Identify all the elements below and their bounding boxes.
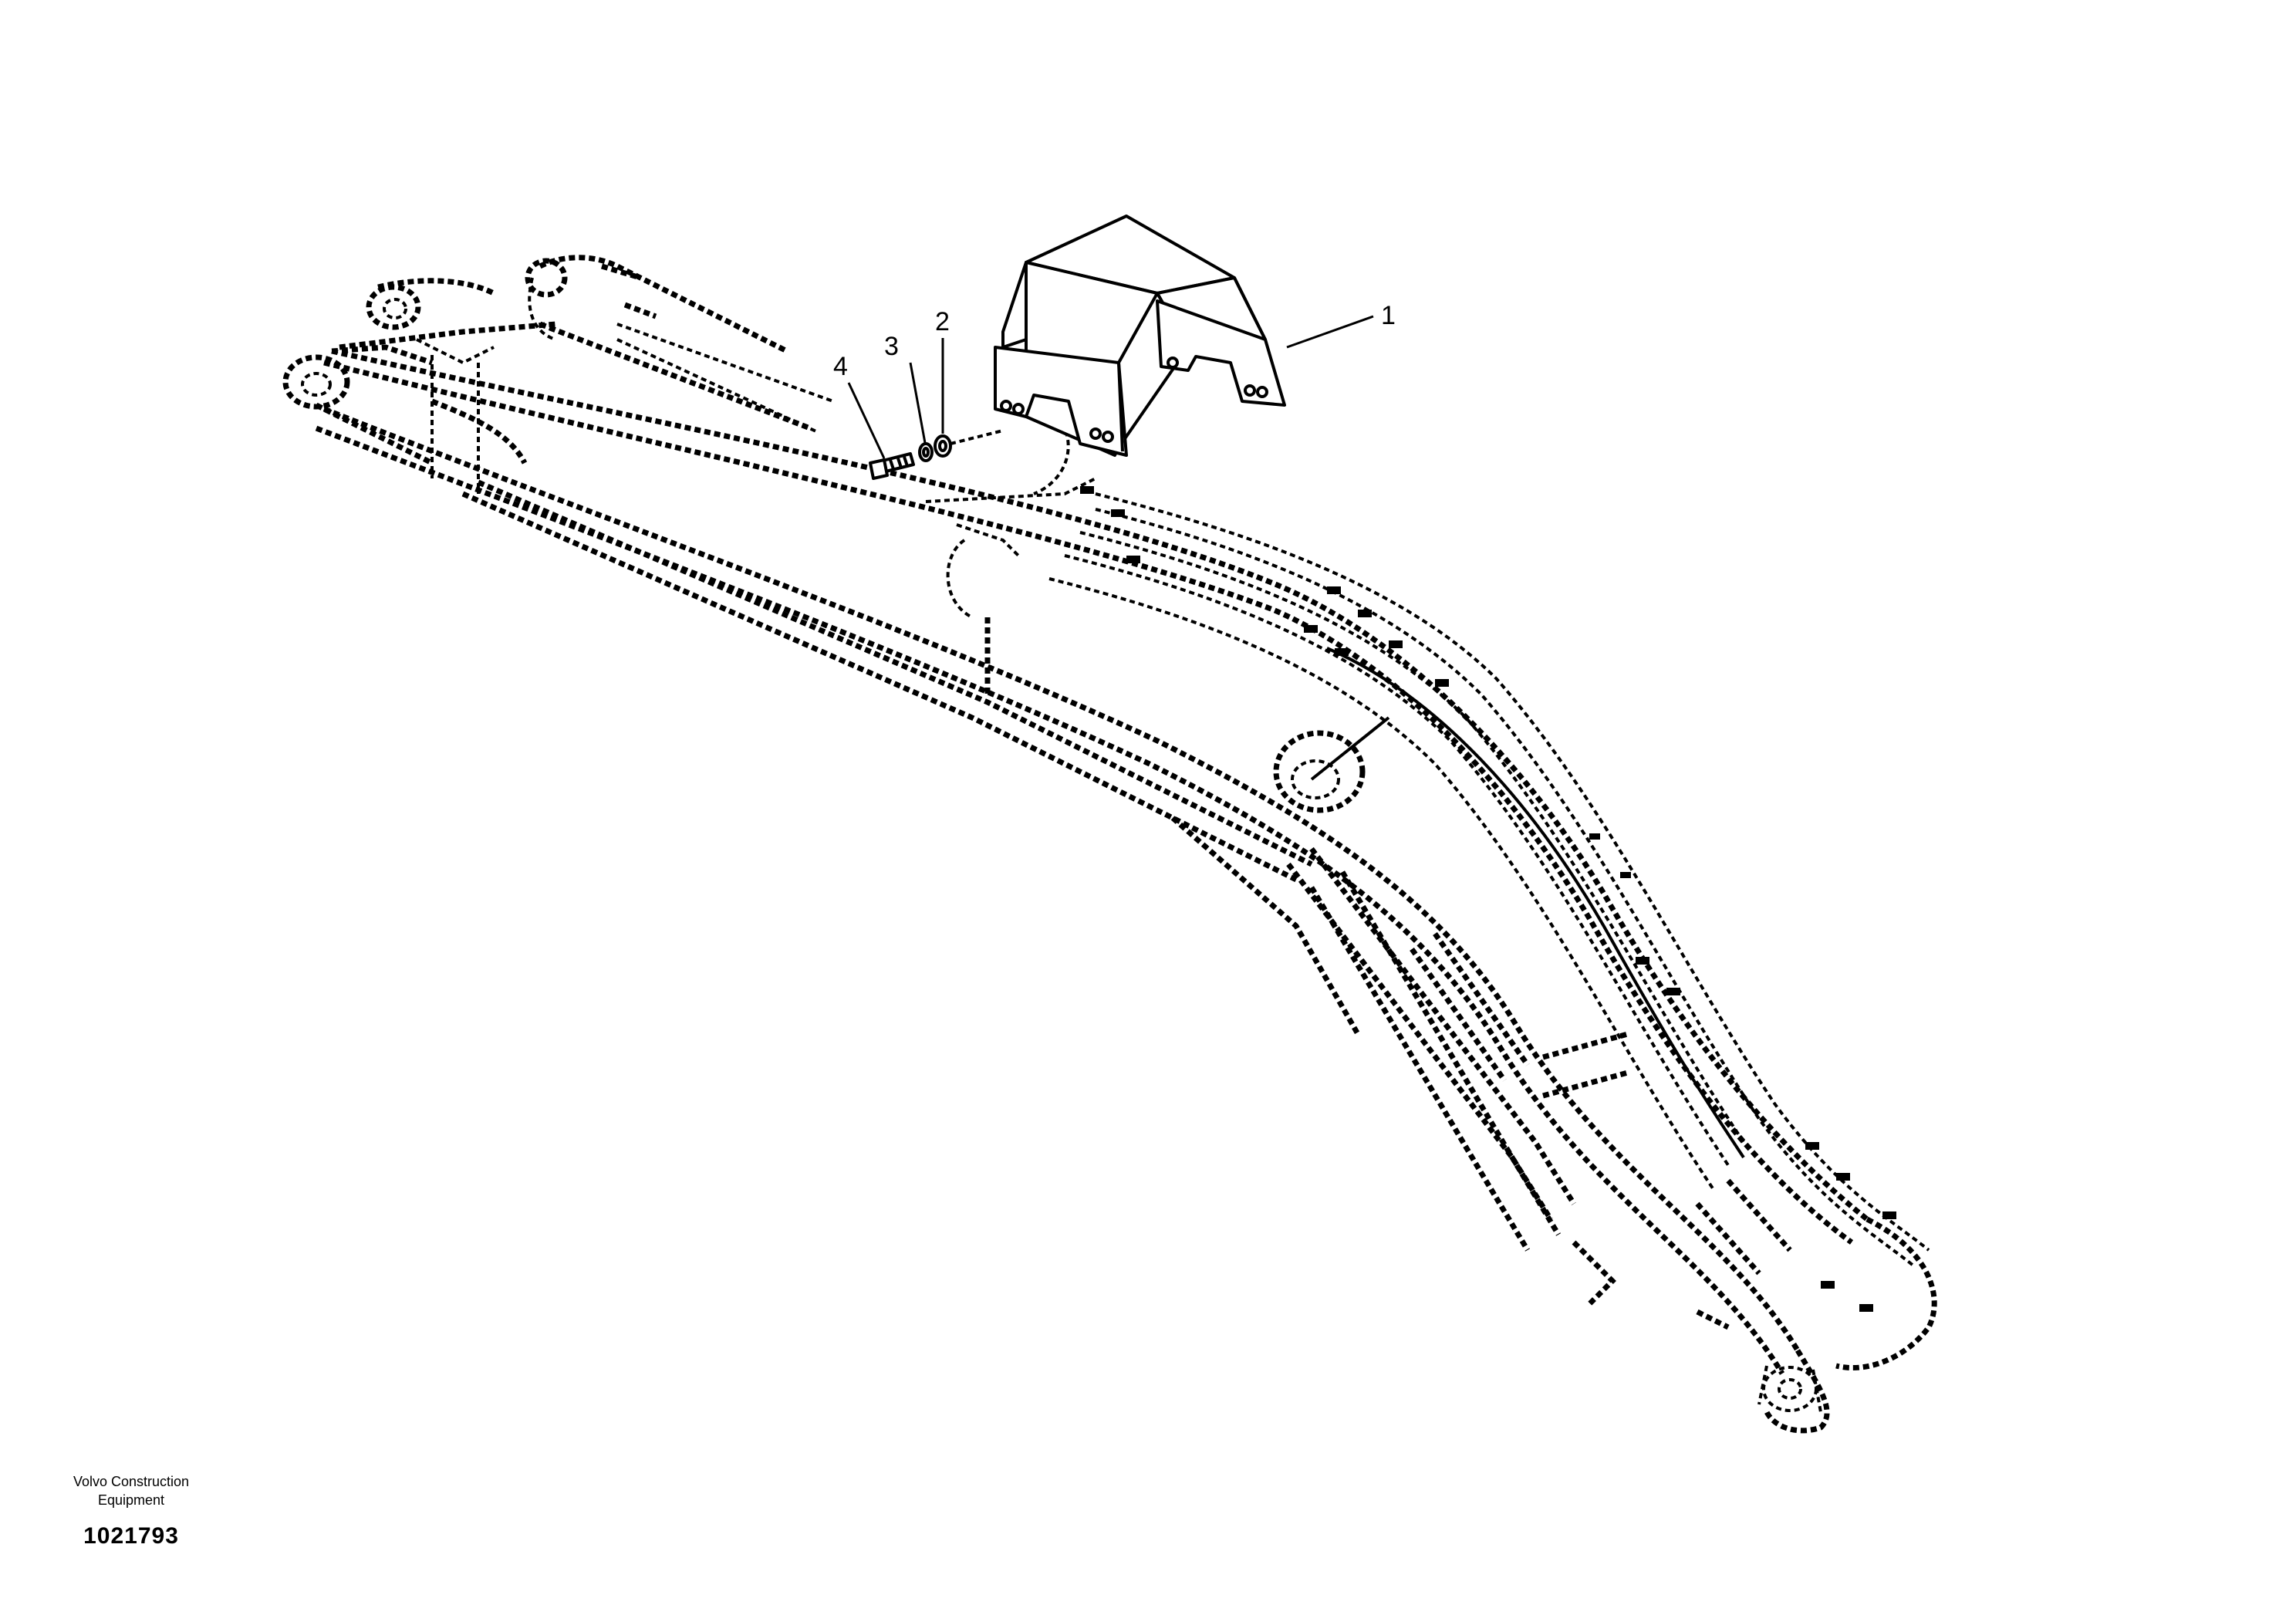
callout-2: 2: [935, 307, 950, 336]
hose-clamps: [1080, 486, 1896, 1312]
leader-lines: [847, 315, 1374, 459]
manufacturer-line-2: Equipment: [97, 1492, 165, 1508]
callout-4: 4: [833, 352, 848, 381]
lock-washer-part-3: [918, 442, 934, 462]
footer-block: Volvo Construction Equipment 1021793: [46, 1472, 216, 1549]
assembly-axis-line: [950, 429, 1004, 445]
manufacturer-line-1: Volvo Construction: [73, 1474, 190, 1489]
washer-part-2: [934, 434, 952, 458]
callout-1: 1: [1381, 301, 1396, 330]
bolt-part-4: [869, 452, 915, 480]
cover-plate-part-1: [994, 215, 1286, 457]
document-number: 1021793: [83, 1523, 179, 1549]
boom-assembly: [282, 255, 1937, 1434]
callout-3: 3: [884, 332, 899, 361]
callouts: 1 2 3 4: [833, 301, 1396, 381]
